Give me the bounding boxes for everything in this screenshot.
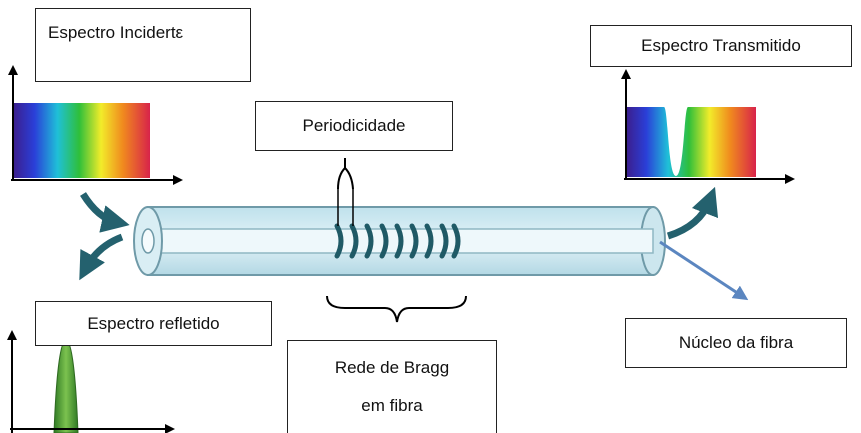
fiber-core-label: Núcleo da fibra — [625, 318, 847, 368]
grating-fringe — [424, 223, 434, 259]
reflected-arrow — [79, 233, 124, 281]
incident-spectrum-band — [14, 103, 150, 178]
grating-brace — [326, 295, 467, 323]
transmitted-arrow — [666, 186, 719, 240]
grating-fringe — [394, 223, 404, 259]
grating-fringe — [349, 223, 359, 259]
grating-fringe — [379, 223, 389, 259]
bragg-grating — [334, 223, 461, 259]
grating-fringe — [364, 223, 374, 259]
fiber-core-end-left — [141, 228, 155, 254]
grating-fringe — [451, 223, 461, 259]
incident-spectrum-plot — [8, 65, 183, 185]
grating-label-line2: em fibra — [361, 396, 423, 415]
transmitted-spectrum-plot — [621, 69, 795, 184]
reflected-peak — [53, 339, 79, 433]
incident-spectrum-label: Espectro Incidertε — [35, 8, 251, 82]
grating-fringe — [409, 223, 419, 259]
incident-arrow — [80, 192, 130, 233]
core-pointer-arrow — [659, 240, 749, 301]
periodicity-label: Periodicidade — [255, 101, 453, 151]
transmitted-spectrum-band — [627, 107, 756, 177]
periodicity-marker — [337, 158, 354, 226]
transmitted-spectrum-label: Espectro Transmitido — [590, 25, 852, 67]
reflected-spectrum-label: Espectro refletido — [35, 301, 272, 346]
grating-label-line1: Rede de Bragg — [334, 358, 450, 377]
reflected-spectrum-plot — [7, 330, 175, 433]
grating-label: Rede de Bragg em fibra — [287, 340, 497, 433]
grating-fringe — [439, 223, 449, 259]
grating-fringe — [334, 223, 344, 259]
